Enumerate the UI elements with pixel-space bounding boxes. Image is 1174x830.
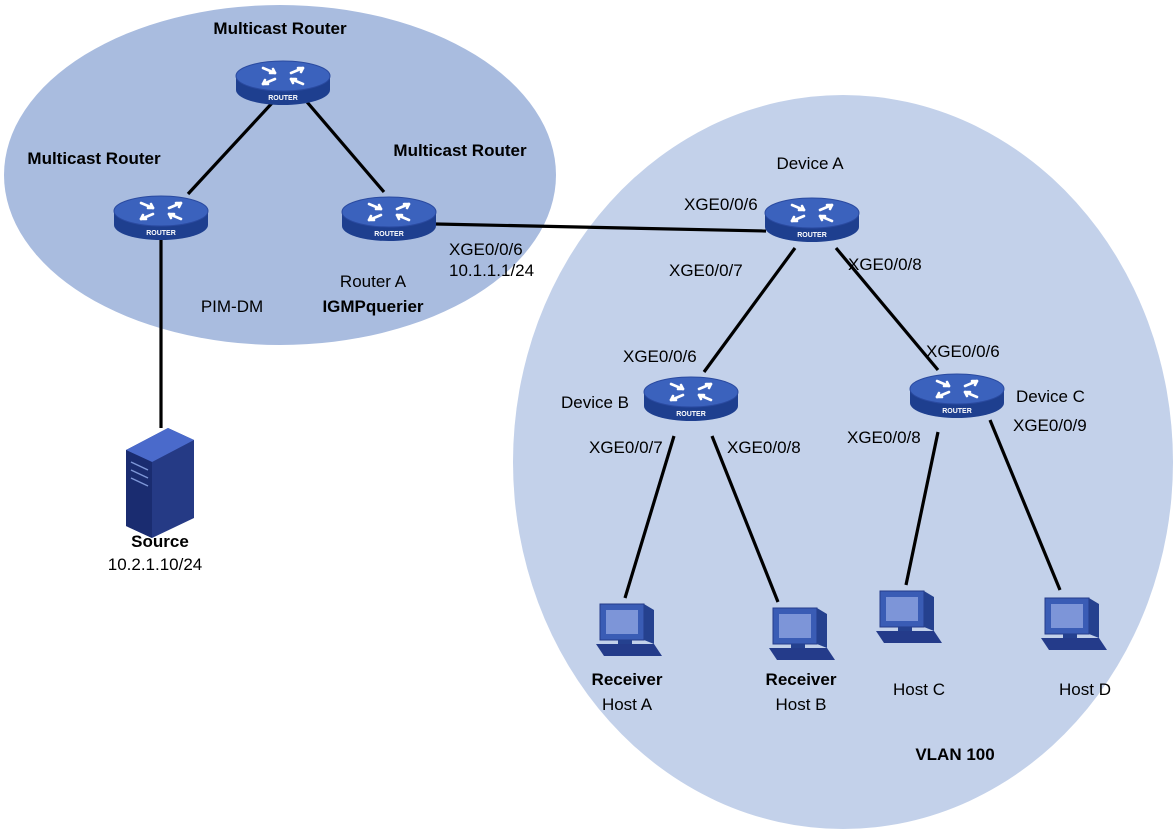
host-c-name: Host C (893, 680, 945, 699)
link-devicea-deviceb (702, 247, 797, 373)
router-left: ROUTER (112, 194, 210, 242)
router-icon-label: ROUTER (942, 408, 972, 415)
router-icon-label: ROUTER (676, 411, 706, 418)
router-left-role: Multicast Router (27, 149, 161, 168)
host-d-name: Host D (1059, 680, 1111, 699)
pim-label: PIM-DM (201, 297, 263, 316)
source-ip: 10.2.1.10/24 (108, 555, 203, 574)
host-a-role: Receiver (592, 670, 663, 689)
router-a-querier: IGMPquerier (322, 297, 423, 316)
device-b-port-left: XGE0/0/7 (589, 438, 663, 457)
computer-icon (768, 607, 836, 661)
router-icon-label: ROUTER (374, 231, 404, 238)
link-devicec-hostc (904, 431, 940, 586)
router-a-role: Multicast Router (393, 141, 527, 160)
host-b-name: Host B (775, 695, 826, 714)
computer-icon (875, 590, 943, 644)
link-deviceb-hosta (623, 435, 676, 599)
router-top: ROUTER (234, 59, 332, 107)
host-a-name: Host A (602, 695, 653, 714)
device-b-port-up: XGE0/0/6 (623, 347, 697, 366)
vlan-area (513, 95, 1173, 829)
device-b-port-right: XGE0/0/8 (727, 438, 801, 457)
device-c-name: Device C (1016, 387, 1085, 406)
router-a-name: Router A (340, 272, 407, 291)
link-top-routera (305, 100, 386, 194)
server-icon (126, 428, 194, 538)
source-title: Source (131, 532, 189, 551)
router-a-port: XGE0/0/6 (449, 240, 523, 259)
router-icon-label: ROUTER (146, 230, 176, 237)
host-b-role: Receiver (766, 670, 837, 689)
device-a-name: Device A (776, 154, 844, 173)
router-top-role: Multicast Router (213, 19, 347, 38)
device-c: ROUTER (908, 372, 1006, 420)
device-c-port-right: XGE0/0/9 (1013, 416, 1087, 435)
vlan-label: VLAN 100 (915, 745, 994, 764)
router-icon-label: ROUTER (797, 232, 827, 239)
device-c-port-up: XGE0/0/6 (926, 342, 1000, 361)
router-icon-label: ROUTER (268, 95, 298, 102)
router-a-ip: 10.1.1.1/24 (449, 261, 534, 280)
device-a: ROUTER (763, 196, 861, 244)
link-devicea-devicec (834, 246, 940, 372)
device-c-port-left: XGE0/0/8 (847, 428, 921, 447)
device-a-port-uplink: XGE0/0/6 (684, 195, 758, 214)
computer-icon (595, 603, 663, 657)
link-routera-devicea (435, 222, 767, 233)
router-a: ROUTER (340, 195, 438, 243)
device-b: ROUTER (642, 375, 740, 423)
device-a-port-right: XGE0/0/8 (848, 255, 922, 274)
link-deviceb-hostb (710, 435, 780, 603)
device-a-port-left: XGE0/0/7 (669, 261, 743, 280)
multicast-area (4, 5, 556, 345)
link-devicec-hostd (988, 419, 1062, 591)
link-top-left (186, 100, 275, 196)
computer-icon (1040, 597, 1108, 651)
device-b-name: Device B (561, 393, 629, 412)
